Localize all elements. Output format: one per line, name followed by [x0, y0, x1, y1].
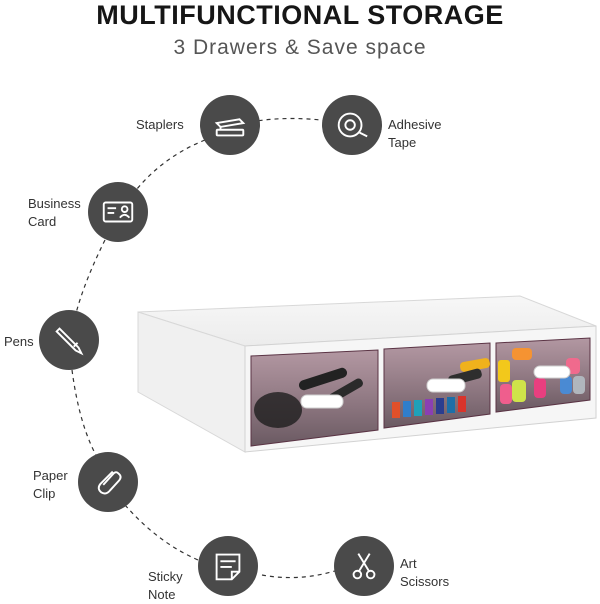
adhesive-tape-label: Adhesive Tape — [388, 117, 442, 150]
drawer-1-handle — [300, 394, 344, 409]
drawer-2-handle — [426, 378, 466, 393]
sticky-note-label: Sticky Note — [148, 569, 183, 602]
business-card-label: Business Card — [28, 196, 81, 229]
scissors-icon — [334, 536, 394, 596]
stapler-icon — [200, 95, 260, 155]
pen-icon — [39, 310, 99, 370]
art-scissors-label: Art Scissors — [400, 556, 450, 589]
pens-label: Pens — [4, 334, 34, 349]
paper-clip-icon — [78, 452, 138, 512]
sticky-note-icon — [198, 536, 258, 596]
business-card-icon — [88, 182, 148, 242]
paper-clip-label: Paper Clip — [33, 468, 68, 501]
tape-icon — [322, 95, 382, 155]
drawer-3-handle — [533, 365, 571, 379]
page-subtitle: 3 Drawers & Save space — [173, 36, 427, 59]
staplers-label: Staplers — [136, 117, 184, 132]
page-title: MULTIFUNCTIONAL STORAGE — [96, 0, 504, 30]
drawer-3-contents — [498, 348, 585, 404]
